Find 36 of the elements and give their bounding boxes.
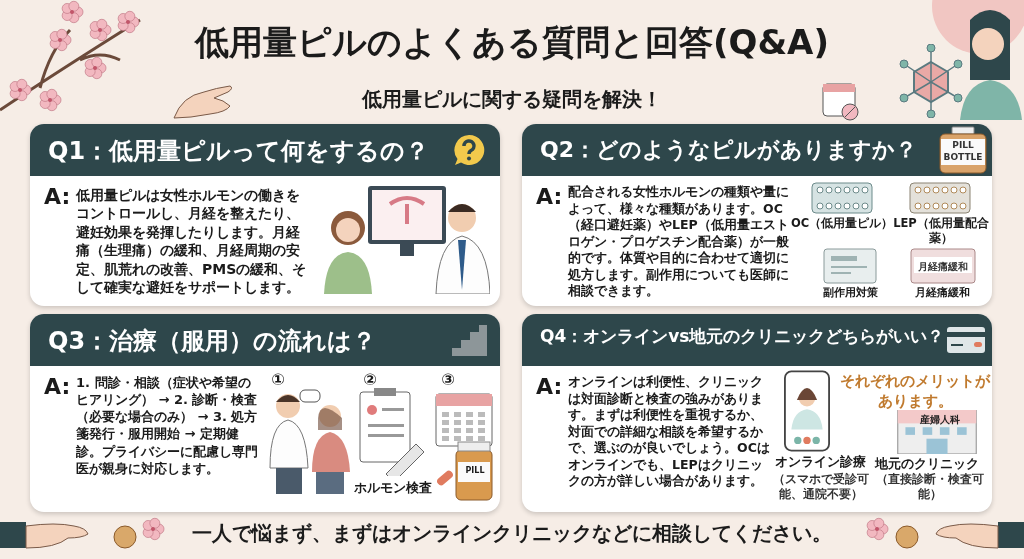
- step-number: ①: [270, 370, 286, 391]
- answer-text: オンラインは利便性、クリニックは対面診断と検査の強みがあります。まずは利便性を重視するか、対面での詳細な相談を希望するかで、選ぶのが良いでしょう。OCはオンラインでも、LEPはクリニックの方が詳しい場合があります。: [568, 374, 771, 490]
- qa-card: [522, 124, 992, 306]
- qa-card: [30, 314, 500, 512]
- answer-text: 1. 問診・相談（症状や希望のヒアリング） → 2. 診断・検査（必要な場合のみ） → 3. 処方箋発行・服用開始 → 定期健診。プライバシーに配慮し専門医が親身に対応します。: [76, 374, 259, 477]
- bottle-label: PILL: [464, 466, 486, 477]
- illustration-note: （スマホで受診可能、通院不要）: [772, 472, 870, 502]
- title: 低用量ピルのよくある質問と回答(Q&A): [193, 22, 830, 63]
- question-heading: Q3：治療（服用）の流れは？: [48, 326, 377, 357]
- pill-pack-caption: 月経痛緩和: [913, 286, 971, 301]
- clinic-sign: 産婦人科: [919, 413, 961, 426]
- bottle-label: PILL BOTTLE: [942, 140, 984, 164]
- illustration-caption: 地元のクリニック: [873, 456, 980, 473]
- subtitle: 低用量ピルに関する疑問を解決！: [361, 86, 663, 112]
- answer-text: 低用量ピルは女性ホルモンの働きをコントロールし、月経を整えたり、避妊効果を発揮したりします。月経痛（生理痛）の緩和、月経周期の安定、肌荒れの改善、PMSの緩和、そして確実な避妊をサポートします。: [76, 186, 308, 297]
- pill-pack-caption: OC（低用量ピル）: [790, 216, 894, 231]
- illustration-caption: ホルモン検査: [353, 480, 433, 497]
- illustration-caption: オンライン診療: [774, 454, 866, 471]
- answer-text: 配合される女性ホルモンの種類や量によって、様々な種類があります。OC（経口避妊薬）やLEP（低用量エストロゲン・プロゲスチン配合薬）が一般的です。体質や目的に合わせて適切に処方します。副作用についても医師に相談できます。: [568, 184, 790, 300]
- highlight-text: それぞれのメリットがあります。: [840, 372, 990, 411]
- qa-card: [522, 314, 992, 512]
- step-number: ③: [440, 370, 456, 391]
- answer-mark: A:: [536, 184, 563, 209]
- pill-pack-caption: LEP（低用量配合薬）: [892, 216, 990, 246]
- footer-message: 一人で悩まず、まずはオンラインクリニックなどに相談してください。: [191, 520, 833, 547]
- answer-mark: A:: [44, 374, 71, 399]
- question-heading: Q4：オンラインvs地元のクリニックどちらがいい？: [540, 325, 945, 348]
- step-number: ②: [362, 370, 378, 391]
- pill-pack-caption: 副作用対策: [821, 286, 879, 301]
- question-heading: Q2：どのようなピルがありますか？: [540, 136, 917, 164]
- qa-card: [30, 124, 500, 306]
- question-heading: Q1：低用量ピルって何をするの？: [48, 136, 430, 167]
- illustration-note: （直接診断・検査可能）: [875, 472, 985, 502]
- answer-mark: A:: [536, 374, 563, 399]
- pack-label: 月経痛緩和: [917, 260, 969, 273]
- answer-mark: A:: [44, 184, 71, 209]
